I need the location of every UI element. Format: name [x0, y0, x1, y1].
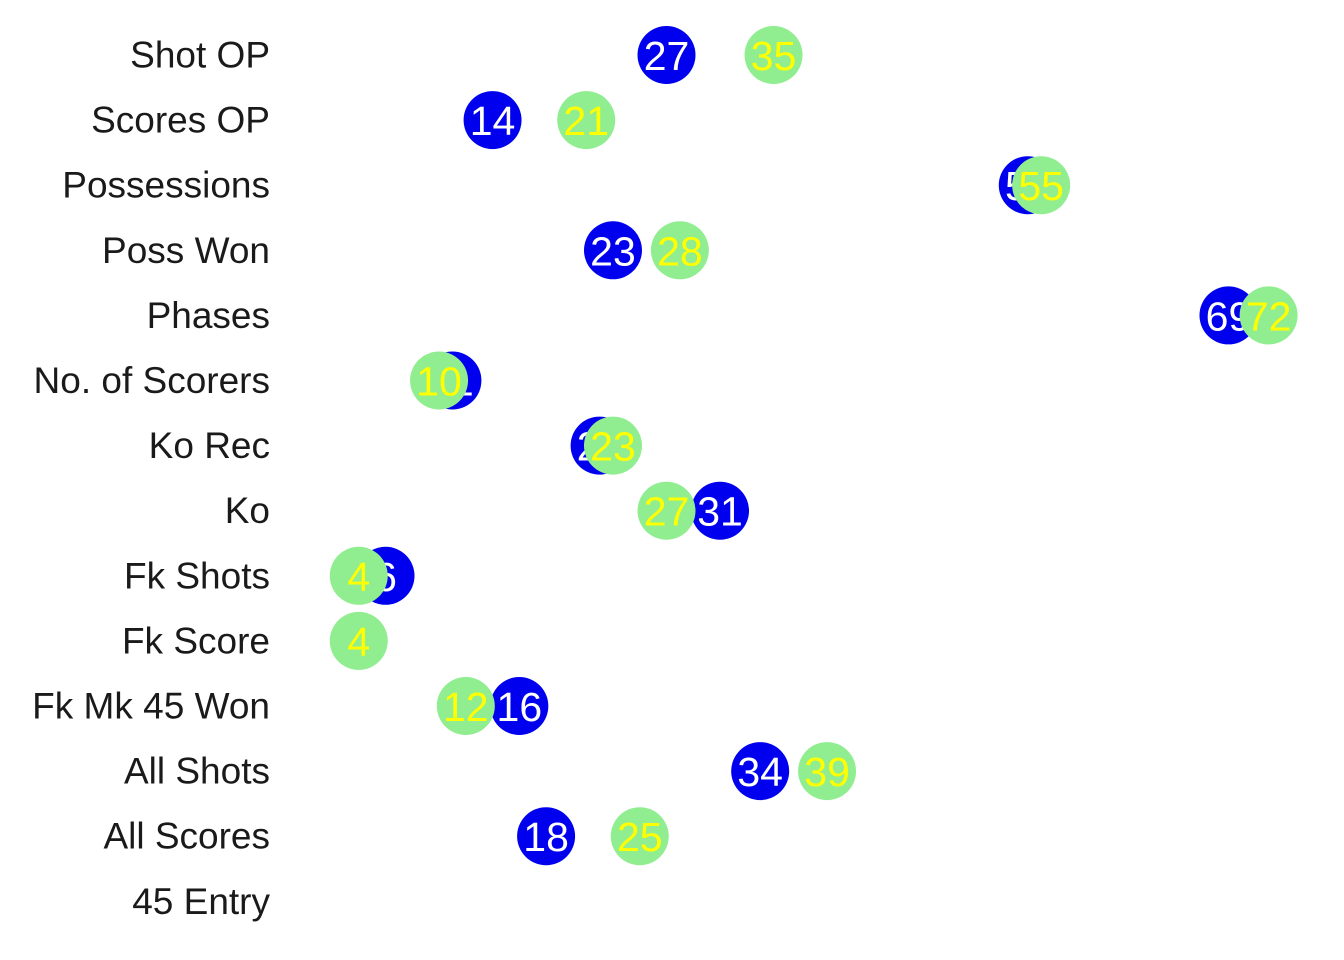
category-label: Possessions — [62, 165, 270, 206]
data-point — [329, 546, 388, 605]
category-label: Poss Won — [102, 230, 270, 271]
data-label: 35 — [751, 33, 797, 79]
data-label: 28 — [657, 228, 703, 274]
category-label: Phases — [147, 295, 270, 336]
data-point — [691, 481, 750, 540]
category-label: Shot OP — [130, 35, 270, 76]
series-layer: 2714542369112231616341835215528721023274… — [329, 26, 1298, 866]
data-label: 4 — [347, 619, 370, 665]
data-point — [650, 221, 709, 280]
data-label: 10 — [416, 359, 462, 405]
category-label: Fk Score — [122, 620, 270, 661]
category-label: Fk Shots — [124, 555, 270, 596]
data-label: 55 — [1018, 163, 1064, 209]
data-label: 18 — [523, 814, 569, 860]
data-label: 31 — [697, 489, 743, 535]
data-point — [1239, 286, 1298, 345]
data-label: 21 — [563, 98, 609, 144]
data-point — [637, 481, 696, 540]
data-label: 25 — [617, 814, 663, 860]
data-point — [1199, 286, 1258, 345]
data-point — [410, 351, 469, 410]
data-point — [637, 26, 696, 84]
data-label: 4 — [347, 554, 370, 600]
data-point — [744, 26, 803, 84]
data-point — [463, 91, 522, 150]
data-label: 12 — [443, 684, 489, 730]
category-label: Fk Mk 45 Won — [32, 686, 270, 727]
data-point — [583, 221, 642, 280]
category-label: 45 Entry — [132, 881, 270, 922]
series-1: 27145423691122316163418 — [356, 26, 1258, 866]
data-point — [583, 416, 642, 475]
data-point — [329, 611, 388, 670]
data-label: 14 — [470, 98, 516, 144]
data-point — [557, 91, 616, 150]
data-label: 23 — [590, 424, 636, 470]
data-label: 39 — [804, 749, 850, 795]
category-label: No. of Scorers — [34, 360, 270, 401]
category-label: Ko Rec — [149, 425, 270, 466]
data-label: 27 — [644, 489, 690, 535]
category-label: All Scores — [103, 816, 270, 857]
category-label: Ko — [225, 490, 270, 531]
data-point — [1012, 156, 1071, 215]
data-point — [436, 677, 495, 735]
data-label: 16 — [497, 684, 543, 730]
data-label: 34 — [737, 749, 783, 795]
category-label: All Shots — [124, 751, 270, 792]
data-point — [798, 742, 857, 801]
data-point — [610, 807, 669, 866]
data-label: 27 — [644, 33, 690, 79]
data-point — [731, 742, 790, 801]
category-label: Scores OP — [91, 100, 270, 141]
data-point — [490, 677, 549, 735]
data-label: 23 — [590, 228, 636, 274]
data-label: 72 — [1246, 293, 1292, 339]
data-point — [517, 807, 576, 866]
